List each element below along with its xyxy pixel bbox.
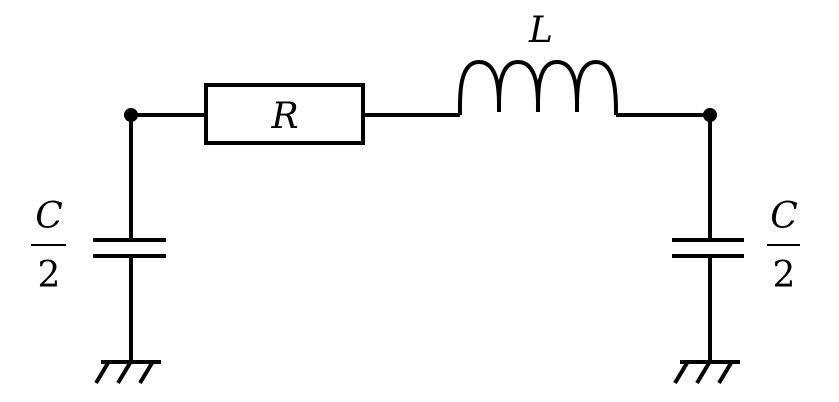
ground-left-hatch-2 — [116, 361, 132, 385]
capacitor-right-denominator: 2 — [773, 255, 796, 296]
junction-node-left — [124, 108, 138, 122]
inductor-label: L — [528, 10, 553, 51]
capacitor-left-denominator: 2 — [38, 255, 61, 296]
ground-left-hatch-1 — [94, 361, 110, 385]
resistor-label: R — [270, 96, 298, 137]
ground-right-hatch-2 — [695, 361, 711, 385]
ground-right-hatch-3 — [717, 361, 733, 385]
capacitor-right-numerator: C — [770, 196, 798, 237]
junction-node-right — [703, 108, 717, 122]
inductor-coil — [457, 59, 619, 116]
ground-right-hatch-1 — [673, 361, 689, 385]
capacitor-left-numerator: C — [35, 196, 63, 237]
ground-left-hatch-3 — [138, 361, 154, 385]
